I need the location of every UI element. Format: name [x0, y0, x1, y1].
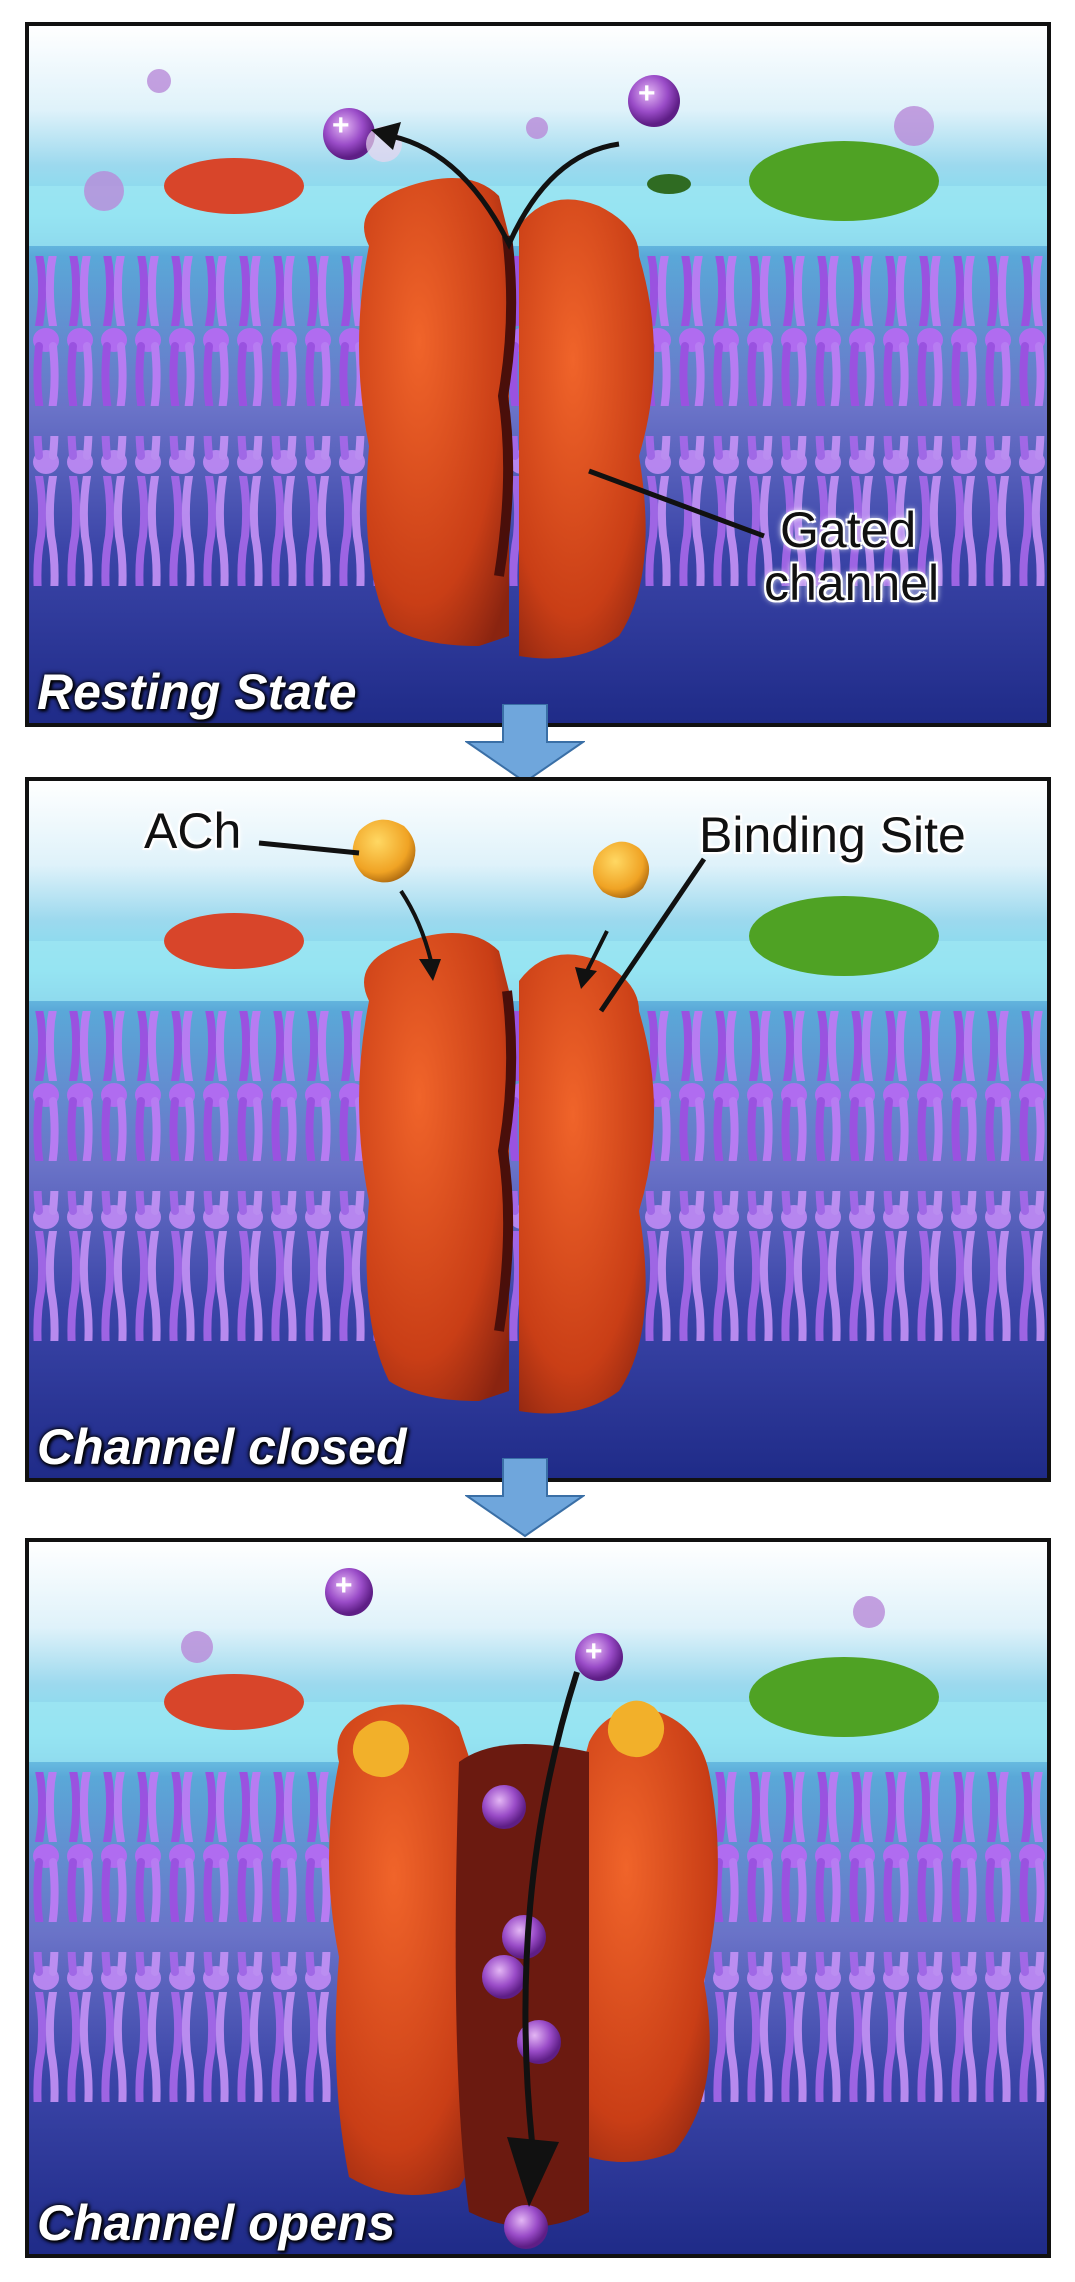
panel-channel-closed: ACh Binding Site Channel closed — [25, 777, 1051, 1482]
down-arrow-2 — [465, 1458, 585, 1538]
state-label-closed: Channel closed — [37, 1419, 407, 1475]
state-label-opens: Channel opens — [37, 2195, 396, 2251]
panel-resting-state: + + Gated channel Resting State — [25, 22, 1051, 727]
ach-label: ACh — [144, 803, 242, 859]
state-label-resting: Resting State — [37, 664, 357, 720]
channel-opens-illustration — [29, 1542, 1047, 2254]
ion-plus-sign: + — [332, 109, 350, 142]
down-arrow-1 — [465, 704, 585, 784]
gated-channel-label-line2: channel — [764, 554, 940, 611]
gated-channel-label: Gated channel — [764, 504, 939, 609]
resting-state-illustration — [29, 26, 1047, 723]
panel-channel-opens: + + Channel opens — [25, 1538, 1051, 2258]
ion-plus-sign: + — [585, 1635, 603, 1668]
gated-channel-label-line1: Gated — [780, 502, 917, 558]
binding-site-label: Binding Site — [699, 807, 966, 863]
channel-closed-illustration — [29, 781, 1047, 1478]
ion-plus-sign: + — [638, 77, 656, 110]
ion-plus-sign: + — [335, 1569, 353, 1602]
